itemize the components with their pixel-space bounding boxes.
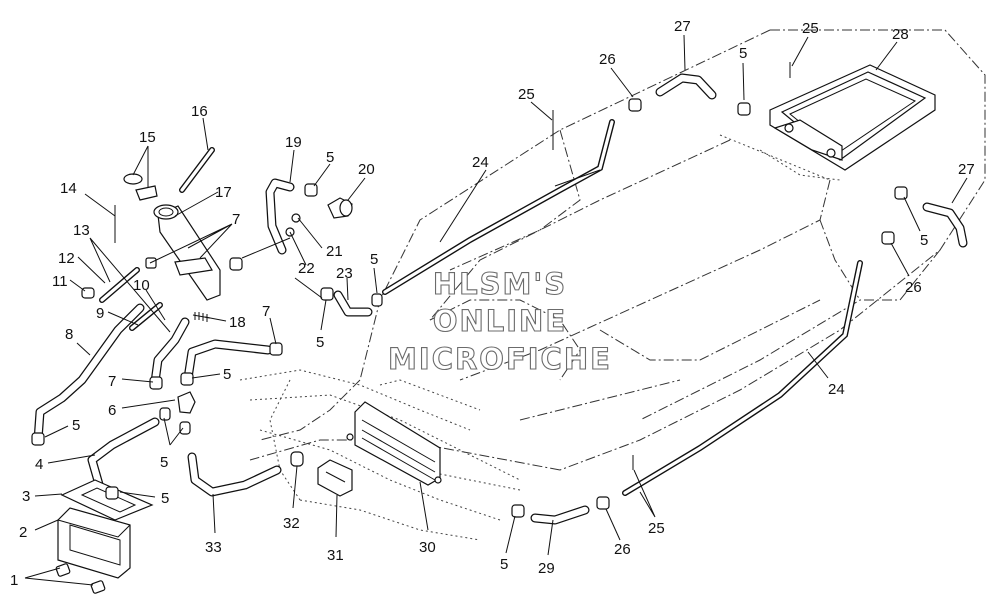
callout-12: 12 <box>58 250 75 267</box>
callout-13: 13 <box>73 222 90 239</box>
callout-10: 10 <box>133 277 150 294</box>
callout-32: 32 <box>283 515 300 532</box>
callout-29: 29 <box>538 560 555 577</box>
callout-7-hose: 7 <box>262 303 270 320</box>
hose-clamps <box>31 62 908 518</box>
callout-21: 21 <box>326 243 343 260</box>
callout-7-left: 7 <box>108 373 116 390</box>
callout-23: 23 <box>336 265 353 282</box>
callout-27-right: 27 <box>958 161 975 178</box>
callout-5-top: 5 <box>739 45 747 62</box>
callout-5-tee: 5 <box>160 454 168 471</box>
cooling-tube-upper <box>382 119 615 295</box>
clamp-1b <box>90 580 106 594</box>
callout-5-left: 5 <box>72 417 80 434</box>
watermark-line-3: MICROFICHE <box>388 342 612 376</box>
callout-5-hose: 5 <box>223 366 231 383</box>
callout-5-mid: 5 <box>316 334 324 351</box>
hose-10 <box>150 317 190 387</box>
hose-19 <box>265 178 295 255</box>
hose-33 <box>187 452 282 497</box>
callout-20: 20 <box>358 161 375 178</box>
callout-33: 33 <box>205 539 222 556</box>
hose-4 <box>87 417 160 493</box>
elbow-hose-top <box>655 73 717 100</box>
callout-3: 3 <box>22 488 30 505</box>
callout-2: 2 <box>19 524 27 541</box>
clamp-1a <box>55 563 71 577</box>
front-heat-exchanger <box>346 401 442 486</box>
pad-31 <box>317 459 353 497</box>
callout-31: 31 <box>327 547 344 564</box>
fitting-20 <box>327 197 353 219</box>
cap-15 <box>123 173 158 201</box>
fitting-32 <box>290 451 304 467</box>
hose-29 <box>530 505 590 525</box>
callout-labels: 1 2 3 4 5 5 5 5 5 5 5 5 5 5 5 5 6 7 7 7 … <box>10 18 975 589</box>
callout-6: 6 <box>108 402 116 419</box>
callout-15: 15 <box>139 129 156 146</box>
callout-28: 28 <box>892 26 909 43</box>
hose-8 <box>33 303 145 445</box>
callout-24-upper: 24 <box>472 154 489 171</box>
leader-lines <box>24 34 968 586</box>
watermark-line-1: HLSM'S <box>433 267 567 301</box>
callout-26-bottom: 26 <box>614 541 631 558</box>
callout-16: 16 <box>191 103 208 120</box>
callout-8: 8 <box>65 326 73 343</box>
cooling-tube-lower <box>622 260 863 496</box>
callout-25-left: 25 <box>518 86 535 103</box>
callout-7-housing: 7 <box>232 211 240 228</box>
reservoir-2 <box>57 507 131 579</box>
tee-fitting-6 <box>177 391 196 414</box>
callout-18: 18 <box>229 314 246 331</box>
callout-17: 17 <box>215 184 232 201</box>
callout-25-bottom: 25 <box>648 520 665 537</box>
callout-27-top: 27 <box>674 18 691 35</box>
hose-7 <box>183 339 273 383</box>
callout-9: 9 <box>96 305 104 322</box>
watermark: HLSM'S ONLINE MICROFICHE <box>388 266 612 376</box>
callout-26-right: 26 <box>905 279 922 296</box>
callout-30: 30 <box>419 539 436 556</box>
callout-5-right: 5 <box>920 232 928 249</box>
elbow-hose-right <box>922 202 968 248</box>
callout-22: 22 <box>298 260 315 277</box>
plate-3 <box>60 479 154 521</box>
callout-5-plate: 5 <box>161 490 169 507</box>
watermark-line-2: ONLINE <box>433 304 567 338</box>
callout-24-lower: 24 <box>828 381 845 398</box>
heat-exchanger-top <box>769 64 936 171</box>
thermostat-housing-17 <box>153 204 221 301</box>
callout-19: 19 <box>285 134 302 151</box>
callout-25-top: 25 <box>802 20 819 37</box>
callout-14: 14 <box>60 180 77 197</box>
callout-26-top: 26 <box>599 51 616 68</box>
callout-5-23: 5 <box>370 251 378 268</box>
callout-4: 4 <box>35 456 43 473</box>
hose-23 <box>333 290 373 317</box>
callout-11: 11 <box>52 273 68 290</box>
callout-5-bottom: 5 <box>500 556 508 573</box>
callout-1: 1 <box>10 572 18 589</box>
callout-5-19: 5 <box>326 149 334 166</box>
